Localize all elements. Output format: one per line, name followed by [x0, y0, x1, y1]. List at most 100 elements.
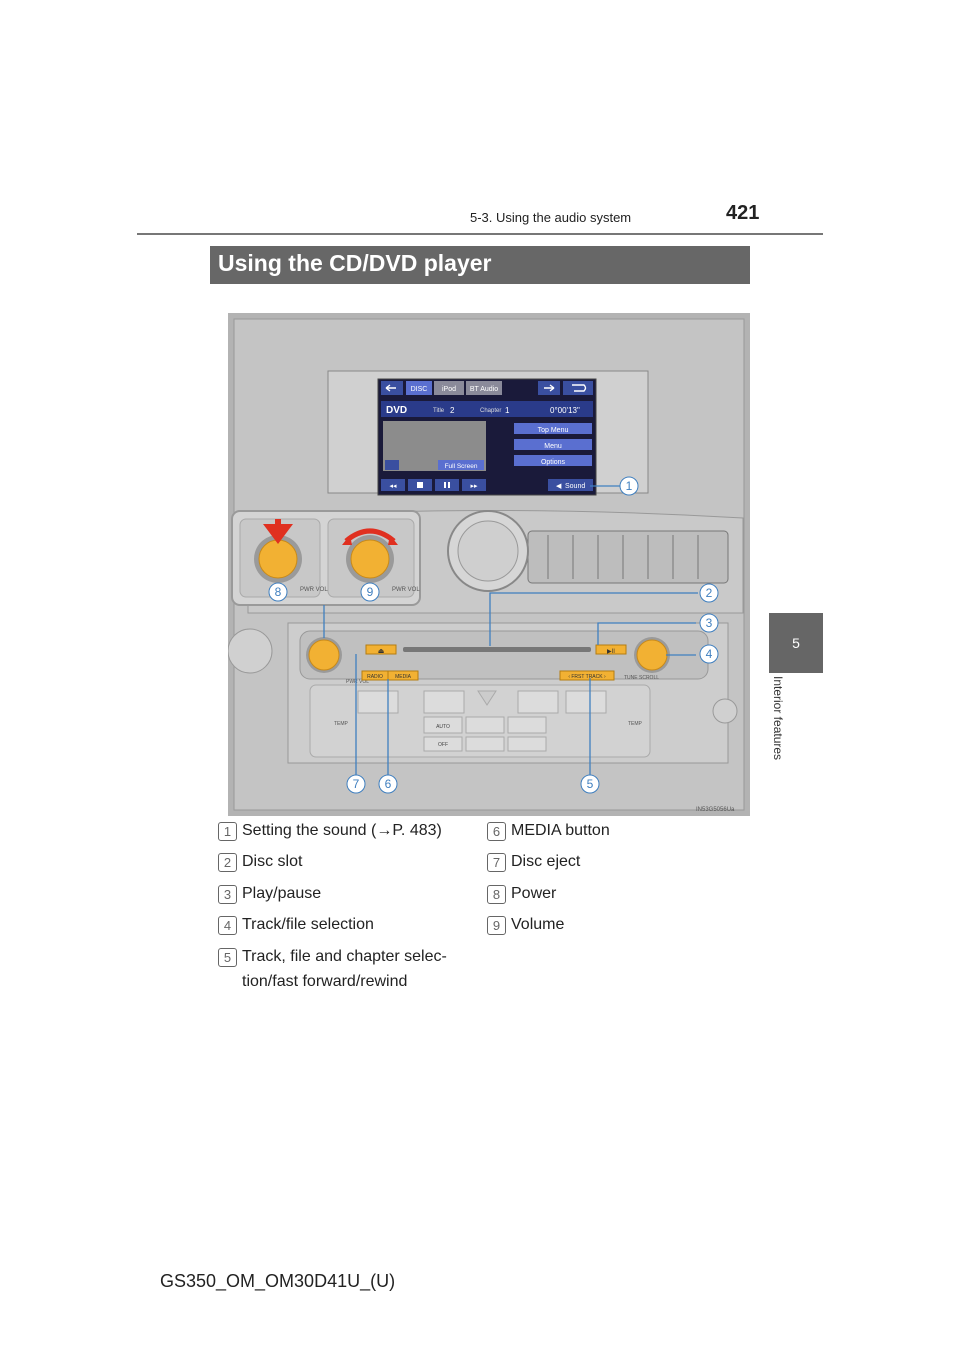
sound-label: Sound	[565, 483, 585, 490]
callout-4: 4	[706, 647, 713, 661]
section-title-bar: Using the CD/DVD player	[210, 246, 750, 284]
menu-button	[514, 439, 592, 450]
info-row	[381, 401, 593, 417]
touch-screen	[377, 378, 597, 496]
track-label: ‹ FRST TRACK ›	[568, 674, 606, 680]
callout-8: 8	[275, 585, 282, 599]
tune-scroll-label: TUNE SCROLL	[624, 675, 659, 681]
svg-text:▸▸: ▸▸	[470, 483, 478, 490]
legend-item-2: Disc slot	[242, 853, 303, 870]
sound-button	[548, 479, 593, 491]
tab-bt-audio-label: BT Audio	[470, 386, 498, 393]
legend-item-9: Volume	[511, 916, 565, 933]
section-label: 5-3. Using the audio system	[470, 210, 632, 225]
disc-slot	[403, 647, 591, 652]
full-screen-label: Full Screen	[445, 463, 478, 470]
legend-item-1: Setting the sound (→P. 483)	[242, 822, 442, 839]
callout-3: 3	[706, 616, 713, 630]
tab-ipod-label: iPod	[442, 386, 456, 393]
title-value: 2	[450, 406, 455, 415]
legend-badge-2: 2	[218, 853, 237, 872]
temp-left-label: TEMP	[334, 721, 349, 727]
legend-item-8: Power	[511, 885, 557, 902]
tab-disc-label: DISC	[411, 386, 428, 393]
chapter-label: Chapter	[480, 408, 501, 414]
callout-1: 1	[626, 479, 633, 493]
chapter-tab: 5	[769, 613, 823, 673]
legend-badge-6: 6	[487, 822, 506, 841]
top-menu-label: Top Menu	[538, 427, 569, 434]
eject-icon: ⏏	[378, 648, 385, 655]
legend-item-5-line1: Track, file and chapter selec-	[242, 948, 447, 965]
chapter-label: Interior features	[769, 676, 789, 796]
time-readout: 0°00'13"	[550, 406, 580, 415]
power-volume-knob	[308, 639, 340, 671]
menu-label: Menu	[544, 443, 562, 450]
legend-badge-7: 7	[487, 853, 506, 872]
eject-button	[365, 644, 397, 655]
tab-disc	[406, 381, 432, 395]
pwr-vol-label-inset-2: PWR VOL	[392, 587, 420, 593]
off-label: OFF	[438, 742, 448, 748]
tab-bt-audio	[466, 381, 502, 395]
play-pause-button	[595, 644, 627, 655]
full-screen-button	[438, 460, 484, 470]
hazard-switch	[712, 698, 738, 724]
legend-item-7: Disc eject	[511, 853, 581, 870]
temp-right-label: TEMP	[628, 721, 643, 727]
tune-scroll-knob	[636, 639, 668, 671]
track-button	[559, 670, 615, 681]
hazard-icon	[477, 690, 497, 706]
svg-text:◂◂: ◂◂	[389, 483, 397, 490]
section-title: Using the CD/DVD player	[218, 250, 492, 276]
document-code: GS350_OM_OM30D41U_(U)	[160, 1271, 396, 1291]
title-label: Title	[433, 408, 445, 414]
speaker-icon: ◀	[556, 483, 562, 490]
page-number: 421	[726, 202, 760, 224]
legend-badge-3: 3	[218, 885, 237, 904]
auto-label: AUTO	[436, 724, 450, 730]
legend-item-6: MEDIA button	[511, 822, 610, 839]
fast-forward-icon	[462, 479, 486, 491]
source-label: DVD	[386, 405, 407, 416]
options-label: Options	[541, 459, 566, 466]
chapter-label-text: Interior features	[771, 676, 785, 761]
volume-knob	[350, 539, 390, 579]
radio-label: RADIO	[367, 674, 383, 680]
legend-item-4: Track/file selection	[242, 916, 374, 933]
options-button	[514, 455, 592, 466]
legend-item-3: Play/pause	[242, 885, 322, 902]
chapter-number: 5	[792, 635, 800, 651]
resize-icon	[385, 460, 399, 470]
callout-7: 7	[353, 777, 360, 791]
header-divider	[137, 233, 823, 235]
pwr-vol-label-inset-1: PWR VOL	[300, 587, 328, 593]
legend-badge-1: 1	[218, 822, 237, 841]
callout-markers: 1 2 3 4 5 6 7 8 9	[268, 476, 719, 794]
legend-badge-9: 9	[487, 916, 506, 935]
power-knob	[258, 539, 298, 579]
chapter-value: 1	[505, 406, 510, 415]
pause-icon	[435, 479, 459, 491]
top-menu-button	[514, 423, 592, 434]
audio-panel-illustration: DISC iPod BT Audio DVD Title 2 Chapter 1…	[228, 313, 750, 816]
play-pause-icon: ▶II	[607, 649, 615, 655]
legend-badge-8: 8	[487, 885, 506, 904]
media-button	[387, 670, 419, 681]
return-icon	[563, 381, 593, 395]
air-vent	[527, 530, 729, 584]
legend-badge-4: 4	[218, 916, 237, 935]
media-label: MEDIA	[395, 674, 412, 680]
callout-5: 5	[587, 777, 594, 791]
callout-lines	[323, 485, 698, 783]
rewind-icon	[381, 479, 405, 491]
left-vent	[228, 628, 273, 674]
callout-9: 9	[367, 585, 374, 599]
callout-6: 6	[385, 777, 392, 791]
tab-ipod	[434, 381, 464, 395]
pwr-vol-label: PWR VOL	[346, 679, 369, 685]
image-code: IN53G5056Ua	[696, 807, 735, 813]
legend-badge-5: 5	[218, 948, 237, 967]
push-arrow-icon	[263, 519, 293, 544]
callout-2: 2	[706, 586, 713, 600]
